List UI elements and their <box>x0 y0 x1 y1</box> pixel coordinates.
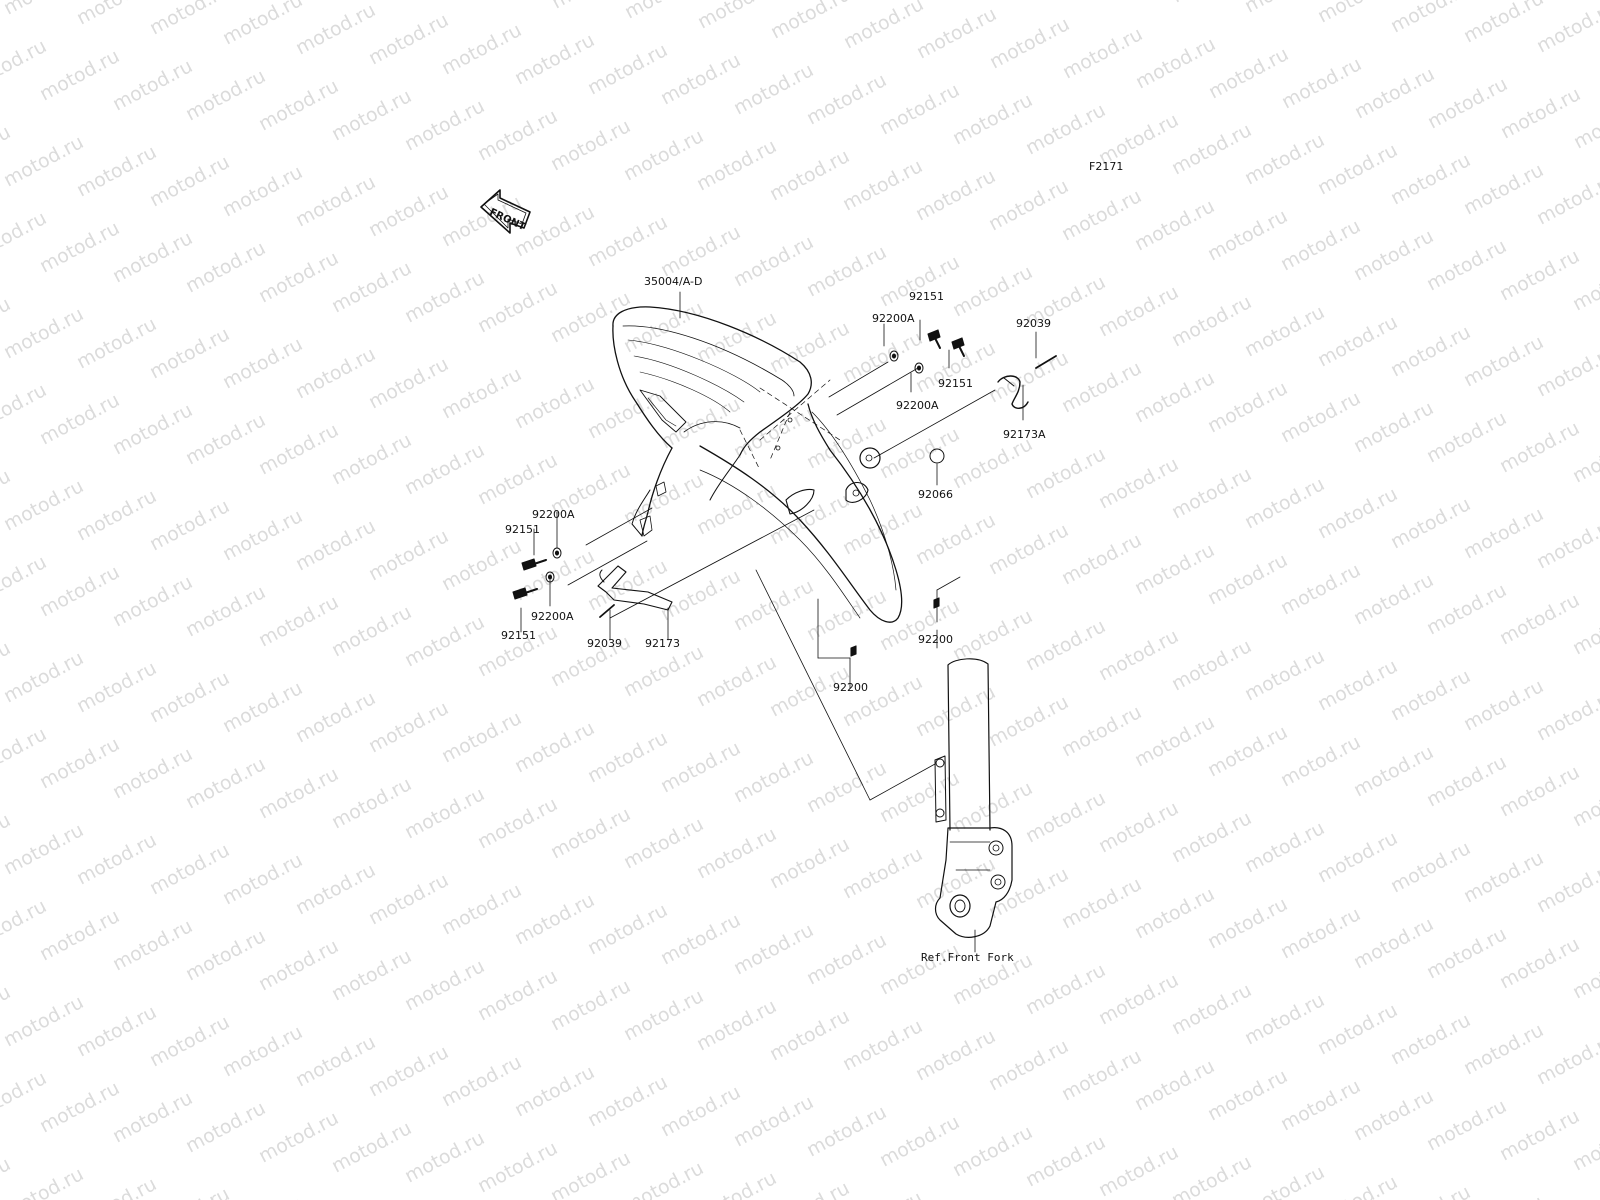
fasteners <box>512 329 1057 657</box>
label-92200-lower-right: 92200 <box>918 633 953 646</box>
label-92200A-left-b: 92200A <box>531 610 574 623</box>
label-92151-top-b: 92151 <box>938 377 973 390</box>
label-92200A-left-a: 92200A <box>532 508 575 521</box>
label-92200-lower-center: 92200 <box>833 681 868 694</box>
label-92151-left-b: 92151 <box>501 629 536 642</box>
label-92039-left: 92039 <box>587 637 622 650</box>
front-fork <box>934 658 1013 953</box>
front-fender <box>612 306 903 623</box>
label-92200A-top-b: 92200A <box>896 399 939 412</box>
label-ref-front-fork: Ref.Front Fork <box>921 951 1014 964</box>
label-92151-left-a: 92151 <box>505 523 540 536</box>
figure-id: F2171 <box>1089 160 1124 173</box>
label-92039-top: 92039 <box>1016 317 1051 330</box>
label-92066: 92066 <box>918 488 953 501</box>
label-92151-top-a: 92151 <box>909 290 944 303</box>
leader-lines <box>520 291 1037 801</box>
label-92173A: 92173A <box>1003 428 1046 441</box>
front-arrow-icon: FRONT <box>480 189 531 234</box>
label-35004: 35004/A-D <box>644 275 703 288</box>
label-92173: 92173 <box>645 637 680 650</box>
label-92200A-top-a: 92200A <box>872 312 915 325</box>
